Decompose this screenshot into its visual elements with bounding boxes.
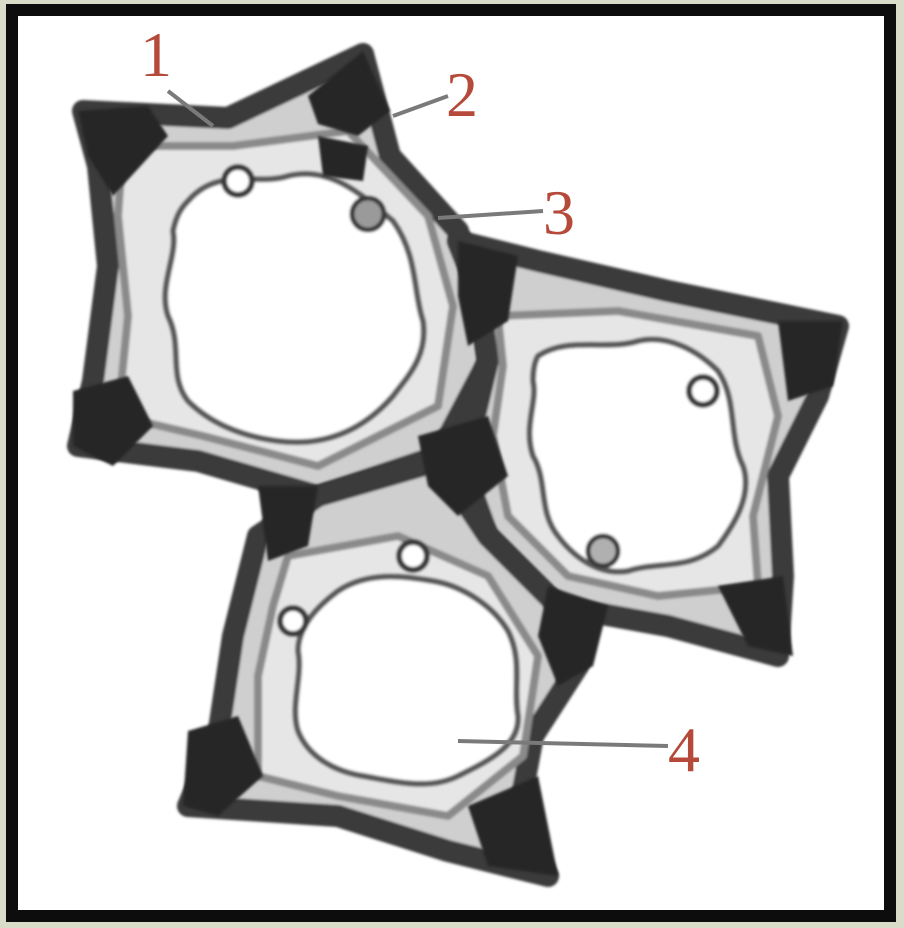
pit-dot	[399, 542, 427, 570]
label-4: 4	[668, 714, 700, 785]
corner-thickening	[778, 321, 843, 401]
pit-dot	[689, 377, 717, 405]
label-2: 2	[446, 59, 478, 130]
pit-dot	[352, 198, 384, 230]
cell-lumen	[295, 577, 518, 784]
plant-cell-diagram: 1 2 3 4	[18, 16, 884, 910]
label-1: 1	[140, 19, 172, 90]
leader-line-2	[393, 96, 448, 116]
cell-lumen	[529, 339, 745, 571]
label-3: 3	[543, 177, 575, 248]
pit-dot	[588, 536, 618, 566]
pit-dot	[280, 608, 306, 634]
figure-frame: 1 2 3 4	[6, 4, 896, 922]
pit-dot	[224, 167, 252, 195]
